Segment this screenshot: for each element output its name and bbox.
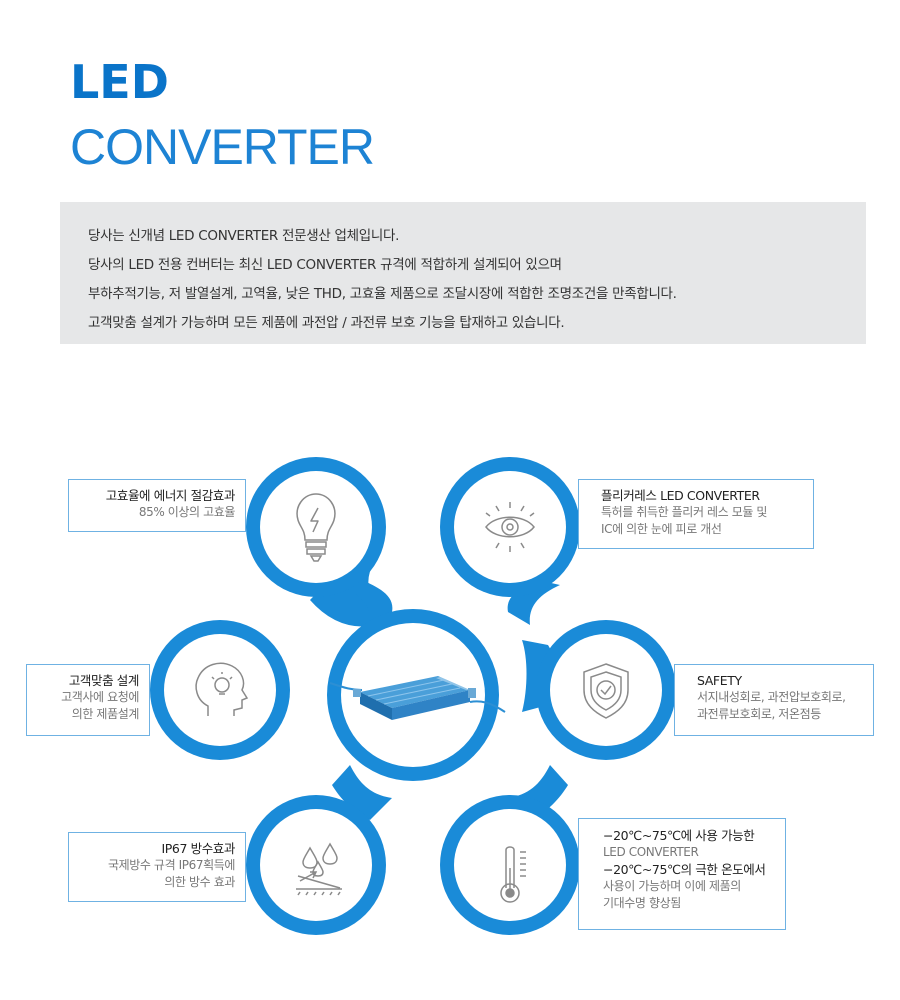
feature-custom: 고객맞춤 설계 고객사에 요청에 의한 제품설계 — [26, 664, 150, 736]
water-drops-icon — [296, 842, 342, 896]
head-lightbulb-icon — [195, 662, 249, 716]
feature-waterproof-line-1: 국제방수 규격 IP67획득에 — [107, 858, 235, 872]
intro-line-2: 당사의 LED 전용 컨버터는 최신 LED CONVERTER 규격에 적합하… — [88, 257, 562, 273]
feature-custom-line-1: 고객사에 요청에 — [61, 690, 139, 704]
feature-flicker-line-1: 특허를 취득한 플리커 레스 모듈 및 — [601, 505, 768, 519]
feature-safety: SAFETY 서지내성회로, 과전압보호회로, 과전류보호회로, 저온점등 — [674, 664, 874, 736]
circle-mid-right — [536, 620, 676, 760]
feature-custom-line-2: 의한 제품설계 — [71, 707, 140, 721]
feature-waterproof-line-2: 의한 방수 효과 — [164, 875, 235, 889]
intro-line-1: 당사는 신개념 LED CONVERTER 전문생산 업체입니다. — [88, 228, 400, 244]
feature-temperature-line-5: 기대수명 향상됨 — [603, 896, 681, 910]
feature-efficiency: 고효율에 에너지 절감효과 85% 이상의 고효율 — [68, 479, 246, 532]
intro-box: 당사는 신개념 LED CONVERTER 전문생산 업체입니다. 당사의 LE… — [60, 202, 866, 344]
feature-safety-line-1: 서지내성회로, 과전압보호회로, — [697, 690, 846, 704]
feature-flicker-line-2: IC에 의한 눈에 피로 개선 — [601, 522, 722, 536]
feature-temperature-line-2: LED CONVERTER — [603, 845, 699, 859]
page-title-converter: CONVERTER — [70, 119, 375, 175]
circle-mid-left — [150, 620, 290, 760]
page-title-led: LED — [70, 55, 169, 109]
eye-icon — [485, 502, 535, 552]
feature-temperature: −20℃~75℃에 사용 가능한 LED CONVERTER −20℃~75℃의… — [578, 818, 786, 930]
circle-bottom-right — [440, 795, 580, 935]
thermometer-icon — [500, 846, 526, 903]
feature-flicker-title: 플리커레스 LED CONVERTER — [601, 488, 760, 503]
circle-top-right — [440, 457, 580, 597]
intro-line-4: 고객맞춤 설계가 가능하며 모든 제품에 과전압 / 과전류 보호 기능을 탑재… — [88, 315, 565, 331]
feature-temperature-line-3: −20℃~75℃의 극한 온도에서 — [603, 862, 766, 877]
lightbulb-icon — [296, 493, 336, 562]
feature-flicker: 플리커레스 LED CONVERTER 특허를 취득한 플리커 레스 모듈 및 … — [578, 479, 814, 549]
connector-top-left — [340, 580, 393, 625]
feature-efficiency-line-1: 85% 이상의 고효율 — [138, 505, 236, 519]
led-converter-image — [329, 676, 506, 720]
connector-bottom-left — [332, 765, 392, 820]
feature-efficiency-title: 고효율에 에너지 절감효과 — [105, 488, 236, 503]
intro-line-3: 부하추적기능, 저 발열설계, 고역율, 낮은 THD, 고효율 제품으로 조달… — [88, 286, 677, 302]
feature-temperature-line-4: 사용이 가능하며 이에 제품의 — [603, 879, 741, 893]
feature-custom-title: 고객맞춤 설계 — [68, 673, 140, 688]
feature-waterproof: IP67 방수효과 국제방수 규격 IP67획득에 의한 방수 효과 — [68, 832, 246, 902]
feature-safety-line-2: 과전류보호회로, 저온점등 — [697, 707, 821, 721]
shield-check-icon — [583, 663, 629, 719]
feature-waterproof-title: IP67 방수효과 — [161, 841, 235, 856]
feature-safety-title: SAFETY — [697, 673, 742, 688]
feature-temperature-line-1: −20℃~75℃에 사용 가능한 — [603, 828, 755, 843]
